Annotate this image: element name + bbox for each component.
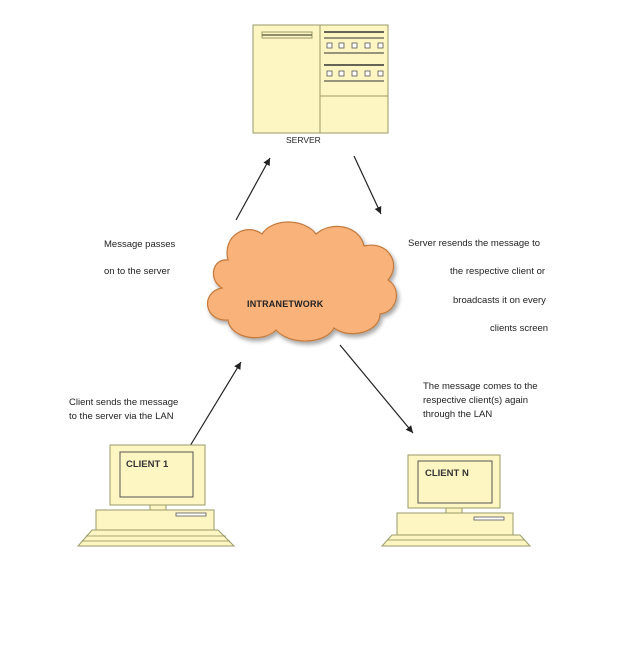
message-comes-line-1: The message comes to the — [423, 381, 538, 392]
server-label: SERVER — [286, 135, 321, 145]
arrow-network-to-server — [235, 157, 271, 221]
client-sends-line-1: Client sends the message — [69, 397, 179, 408]
server-icon — [252, 24, 389, 134]
arrow-server-to-network — [353, 155, 382, 215]
message-comes-line-2: respective client(s) again — [423, 395, 529, 406]
message-passes-line-2: on to the server — [104, 266, 171, 277]
server-resends-line-4: clients screen — [490, 323, 549, 334]
arrow-client1-to-network — [189, 361, 242, 447]
client-sends-line-2: to the server via the LAN — [69, 411, 174, 422]
arrow-network-to-clientn — [339, 344, 414, 434]
server-resends-line-3: broadcasts it on every — [453, 295, 546, 306]
server-resends-line-2: the respective client or — [450, 266, 546, 277]
message-passes-line-1: Message passes — [104, 239, 176, 250]
intranetwork-cloud — [206, 221, 397, 342]
server-resends-line-1: Server resends the message to — [408, 238, 541, 249]
client-1-label: CLIENT 1 — [126, 459, 169, 470]
client-n-label: CLIENT N — [425, 468, 469, 479]
network-label: INTRANETWORK — [247, 299, 324, 309]
message-comes-line-3: through the LAN — [423, 409, 493, 420]
client-n-computer-icon — [380, 454, 532, 547]
client-1-computer-icon — [76, 444, 236, 547]
